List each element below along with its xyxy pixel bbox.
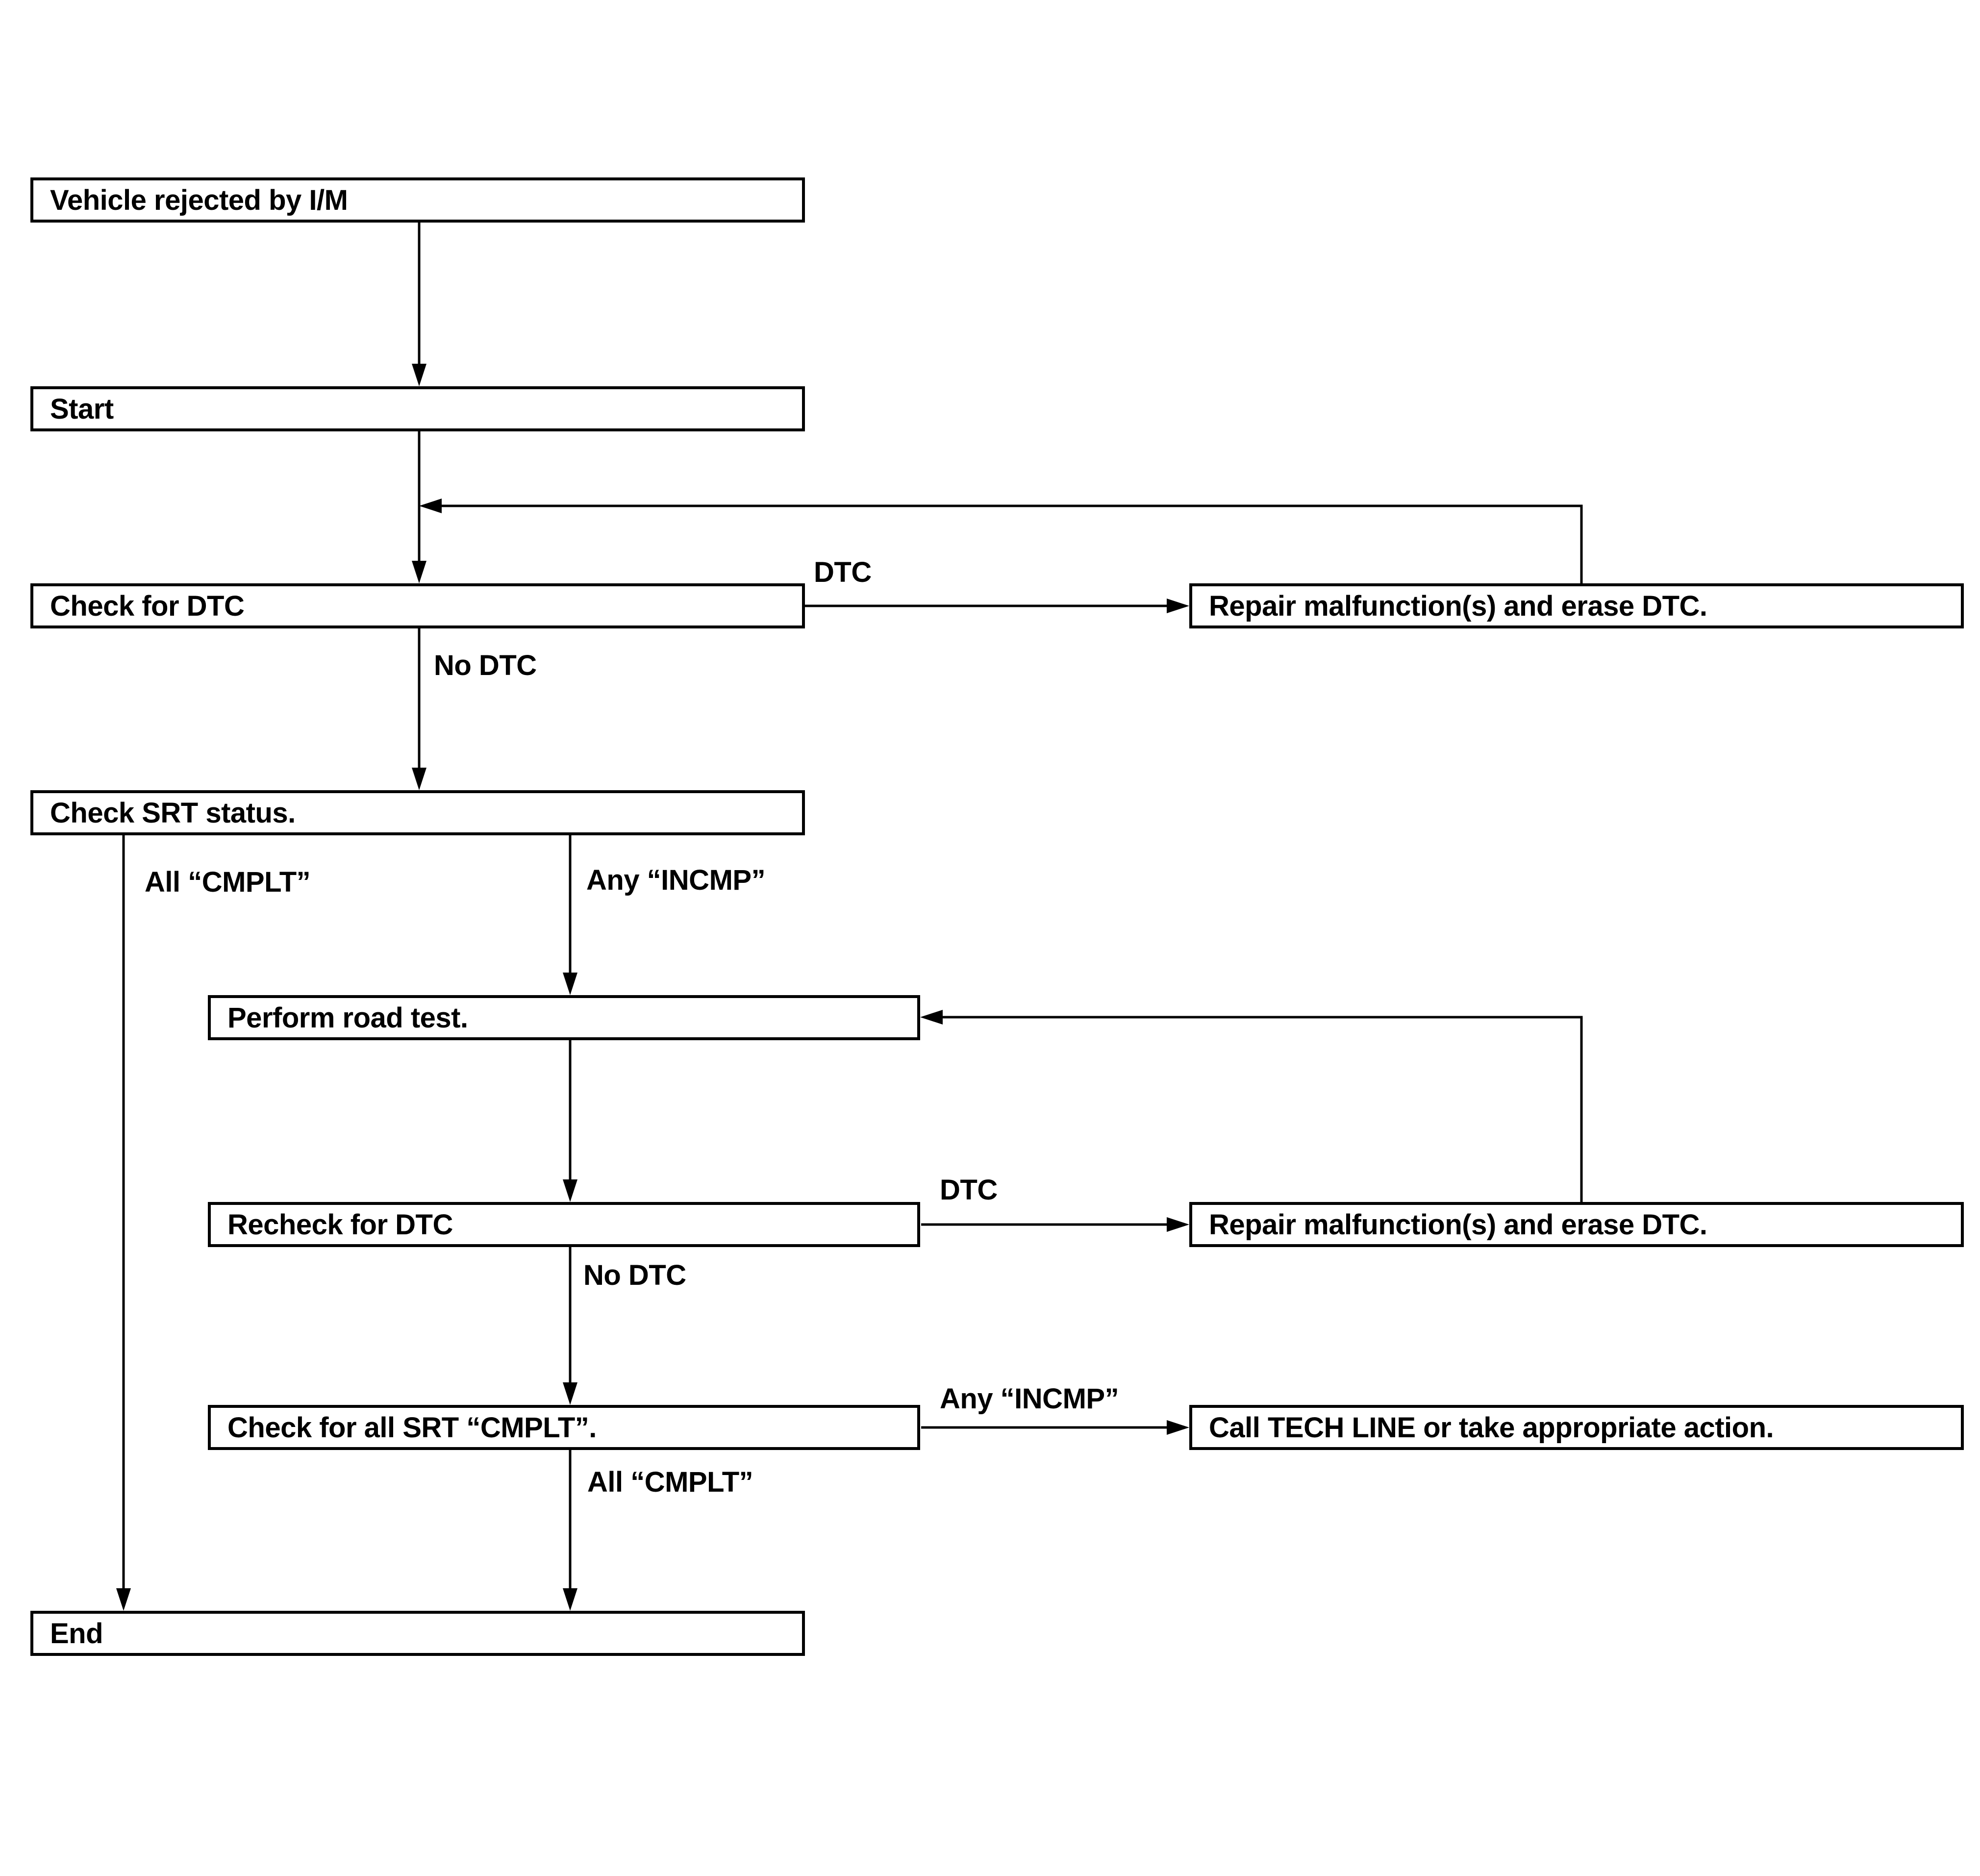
arrowhead-check-dtc-to-srt (412, 768, 426, 790)
edge-label-any-incmp-2: Any “INCMP” (940, 1383, 1119, 1415)
arrowhead-roadtest-to-recheck (563, 1179, 577, 1202)
edge-label-no-dtc-2: No DTC (583, 1259, 686, 1291)
node-call-tech-line: Call TECH LINE or take appropriate actio… (1189, 1405, 1964, 1450)
arrowhead-recheck-to-check-all (563, 1382, 577, 1405)
edge-label-all-cmplt-1: All “CMPLT” (145, 866, 311, 898)
arrowhead-recheck-branch-dtc (1167, 1217, 1189, 1232)
arrowhead-check-all-to-end (563, 1588, 577, 1611)
node-check-for-dtc: Check for DTC (30, 583, 805, 628)
node-repair-erase-dtc-1: Repair malfunction(s) and erase DTC. (1189, 583, 1964, 628)
node-recheck-for-dtc: Recheck for DTC (208, 1202, 920, 1247)
node-vehicle-rejected: Vehicle rejected by I/M (30, 177, 805, 223)
arrowhead-check-all-branch-incmp (1167, 1420, 1189, 1435)
arrowhead-repair1-feedback-loop (419, 499, 442, 513)
node-end: End (30, 1611, 805, 1656)
node-repair-erase-dtc-2: Repair malfunction(s) and erase DTC. (1189, 1202, 1964, 1247)
node-check-srt-status: Check SRT status. (30, 790, 805, 835)
node-perform-road-test: Perform road test. (208, 995, 920, 1040)
arrowhead-vehicle-to-start (412, 364, 426, 386)
edge-label-all-cmplt-2: All “CMPLT” (587, 1466, 753, 1498)
arrowhead-srt-any-incmp-to-roadtest (563, 973, 577, 995)
arrowhead-repair2-feedback-loop (920, 1010, 943, 1025)
arrowhead-srt-all-cmplt-to-end (116, 1588, 131, 1611)
arrowhead-check-dtc-branch-dtc (1167, 599, 1189, 613)
node-check-all-srt-cmplt: Check for all SRT “CMPLT”. (208, 1405, 920, 1450)
edge-label-dtc-2: DTC (940, 1174, 998, 1206)
connector-repair1-feedback-loop (438, 504, 1583, 583)
edge-label-dtc-1: DTC (814, 556, 872, 588)
node-start: Start (30, 386, 805, 431)
arrowhead-start-to-check-dtc (412, 561, 426, 583)
connector-repair2-feedback-loop (939, 1016, 1583, 1202)
edge-label-no-dtc-1: No DTC (434, 650, 537, 681)
edge-label-any-incmp-1: Any “INCMP” (586, 864, 766, 896)
